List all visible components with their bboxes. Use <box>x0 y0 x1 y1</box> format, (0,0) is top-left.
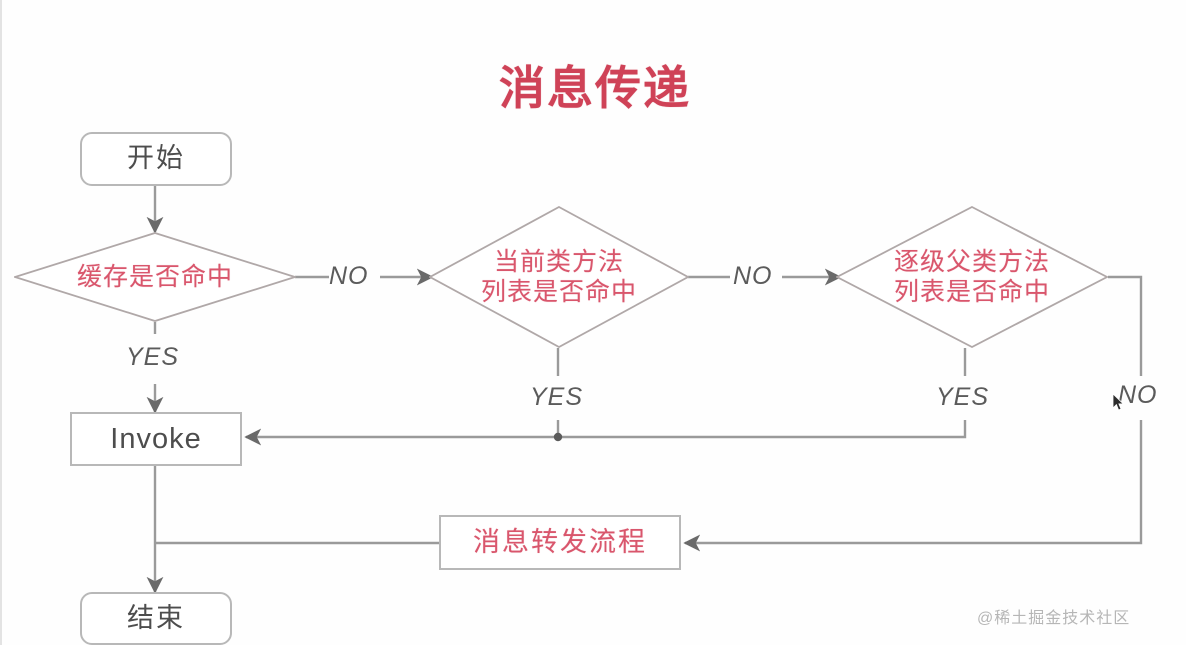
edge-label-yes-2: YES <box>530 383 584 411</box>
edge-label-yes-1: YES <box>126 343 180 371</box>
node-start-label: 开始 <box>127 143 185 174</box>
edge-superclass-to-forward <box>1108 275 1143 376</box>
node-end-label: 结束 <box>127 602 185 633</box>
node-superclass-decision[interactable]: 逐级父类方法 列表是否命中 <box>836 206 1108 348</box>
diamond-shape <box>14 232 296 322</box>
node-end[interactable]: 结束 <box>80 592 232 645</box>
node-message-forward[interactable]: 消息转发流程 <box>439 515 681 570</box>
page-title: 消息传递 <box>499 62 691 114</box>
node-start[interactable]: 开始 <box>80 132 232 186</box>
node-invoke-label: Invoke <box>110 422 202 455</box>
node-current-class-label: 当前类方法 列表是否命中 <box>480 248 637 306</box>
edge-label-yes-3: YES <box>936 383 990 411</box>
edge-label-no-2: NO <box>733 262 773 290</box>
node-cache-decision[interactable]: 缓存是否命中 <box>14 232 296 322</box>
edge-superclass-to-invoke-2 <box>244 420 967 446</box>
node-cache-label: 缓存是否命中 <box>76 263 233 291</box>
edge-label-no-3: NO <box>1118 381 1158 409</box>
edge-superclass-to-forward-2 <box>683 420 1143 552</box>
node-superclass-label: 逐级父类方法 列表是否命中 <box>893 248 1050 306</box>
edge-label-no-1: NO <box>329 262 369 290</box>
diamond-shape <box>429 206 689 348</box>
node-invoke[interactable]: Invoke <box>70 412 242 466</box>
diamond-shape <box>836 206 1108 348</box>
edge-junction-dot <box>553 432 563 442</box>
node-message-forward-label: 消息转发流程 <box>473 526 647 557</box>
watermark: @稀土掘金技术社区 <box>977 610 1131 627</box>
node-current-class-decision[interactable]: 当前类方法 列表是否命中 <box>429 206 689 348</box>
